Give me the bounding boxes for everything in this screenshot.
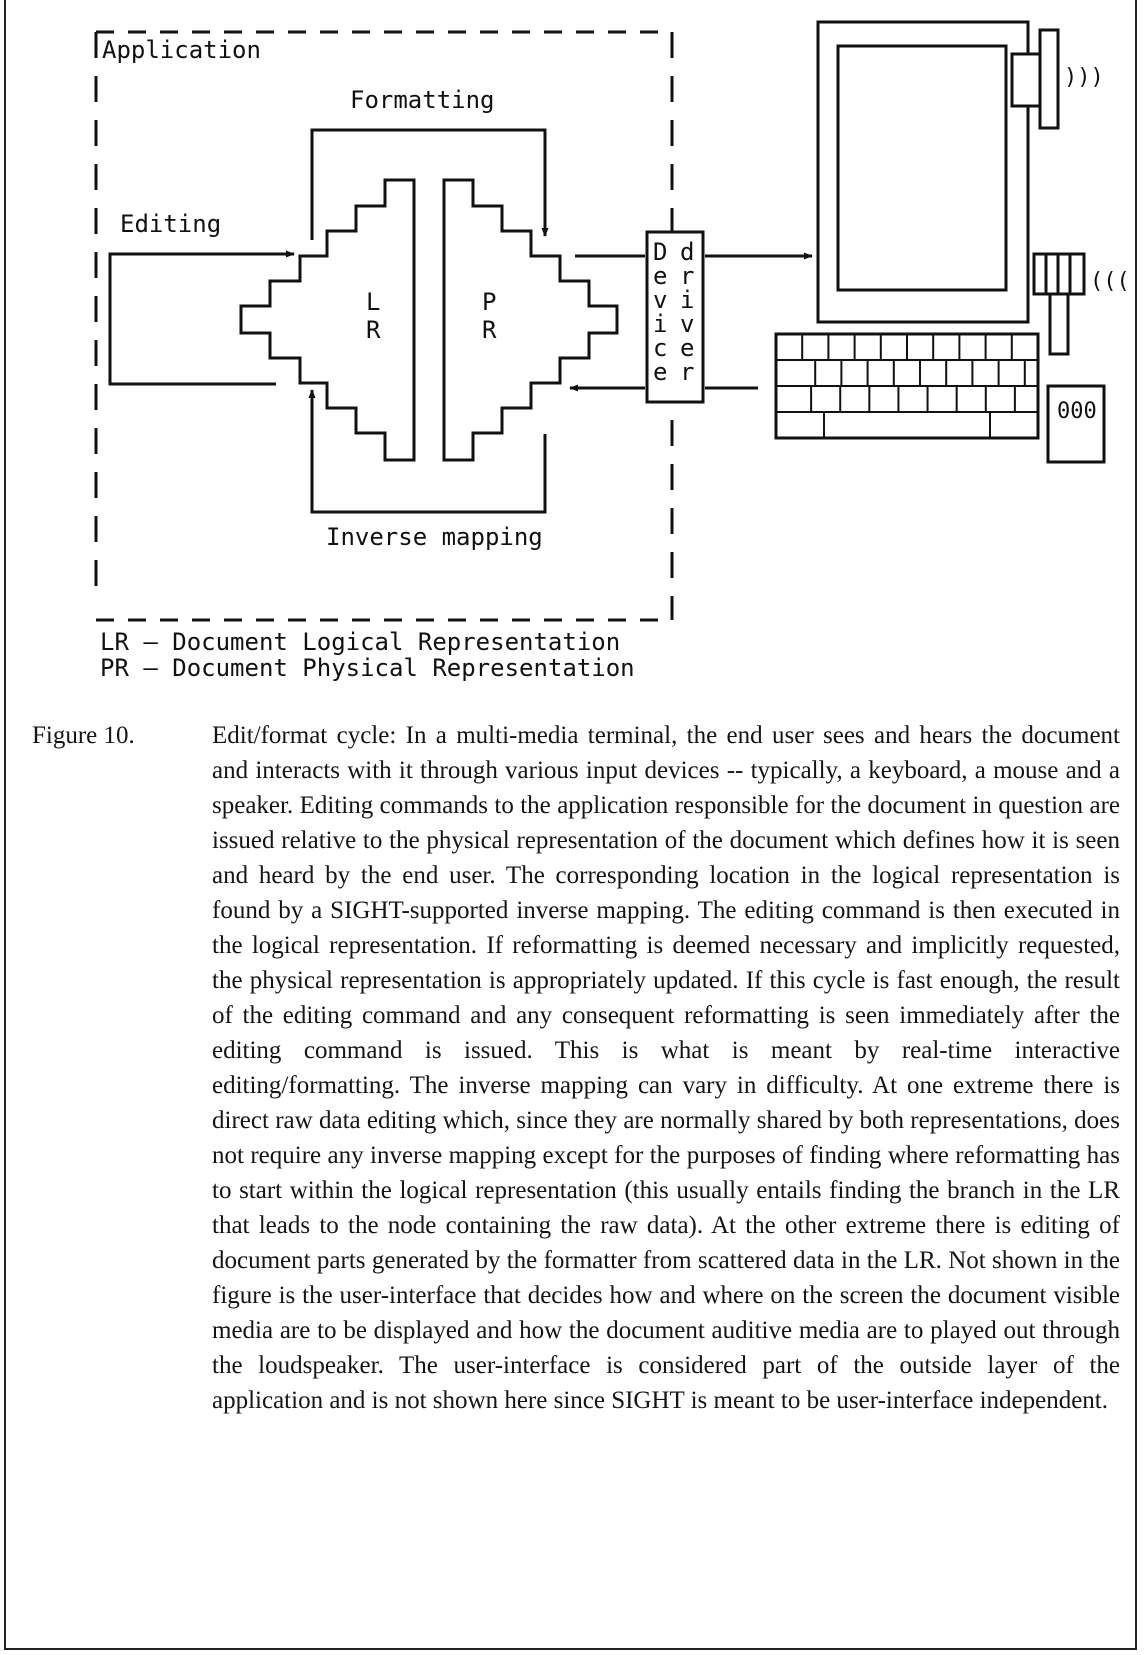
edit-format-cycle-diagram: Application L R P R Formatting Editing I… bbox=[94, 20, 1130, 682]
svg-text:e: e bbox=[653, 262, 667, 290]
svg-text:e: e bbox=[653, 358, 667, 386]
figure-caption-text: Edit/format cycle: In a multi-media term… bbox=[212, 722, 1120, 1414]
svg-text:c: c bbox=[653, 334, 667, 362]
inverse-mapping-arrow bbox=[308, 389, 547, 514]
svg-text:r: r bbox=[680, 262, 694, 290]
svg-text:r: r bbox=[680, 358, 694, 386]
mouse-icon bbox=[1046, 384, 1106, 464]
pr-letter-1: P bbox=[482, 288, 496, 316]
microphone-icon bbox=[1032, 252, 1086, 356]
figure-frame bbox=[4, 0, 1137, 1650]
application-label: Application bbox=[102, 36, 261, 64]
svg-text:v: v bbox=[653, 286, 667, 314]
lr-shape bbox=[239, 178, 416, 462]
legend-pr: PR – Document Physical Representation bbox=[100, 654, 635, 682]
device-driver-box bbox=[645, 230, 705, 404]
editing-label: Editing bbox=[120, 210, 221, 238]
keyboard-icon bbox=[774, 332, 1040, 440]
svg-text:i: i bbox=[680, 286, 694, 314]
pr-letter-2: R bbox=[482, 316, 497, 344]
inverse-mapping-label: Inverse mapping bbox=[326, 523, 543, 551]
formatting-label: Formatting bbox=[350, 86, 495, 114]
svg-text:D: D bbox=[653, 238, 667, 266]
device-label: D e v i c e bbox=[653, 238, 667, 386]
pr-shape bbox=[442, 178, 619, 462]
speaker-icon bbox=[1010, 28, 1060, 130]
display-icon bbox=[816, 20, 1030, 324]
microphone-sound-waves: ((( bbox=[1090, 269, 1130, 294]
svg-text:e: e bbox=[680, 334, 694, 362]
mouse-label: 000 bbox=[1057, 399, 1097, 424]
figure-label: Figure 10. bbox=[32, 722, 135, 749]
svg-text:i: i bbox=[653, 310, 667, 338]
svg-text:v: v bbox=[680, 310, 694, 338]
svg-text:d: d bbox=[680, 238, 694, 266]
editing-arrow bbox=[108, 250, 295, 386]
legend-lr: LR – Document Logical Representation bbox=[100, 628, 620, 656]
driver-label: d r i v e r bbox=[680, 238, 694, 386]
lr-letter-2: R bbox=[366, 316, 381, 344]
application-boundary bbox=[94, 30, 674, 622]
lr-letter-1: L bbox=[366, 288, 380, 316]
formatting-arrow bbox=[310, 128, 549, 240]
speaker-sound-waves: ))) bbox=[1064, 65, 1104, 90]
